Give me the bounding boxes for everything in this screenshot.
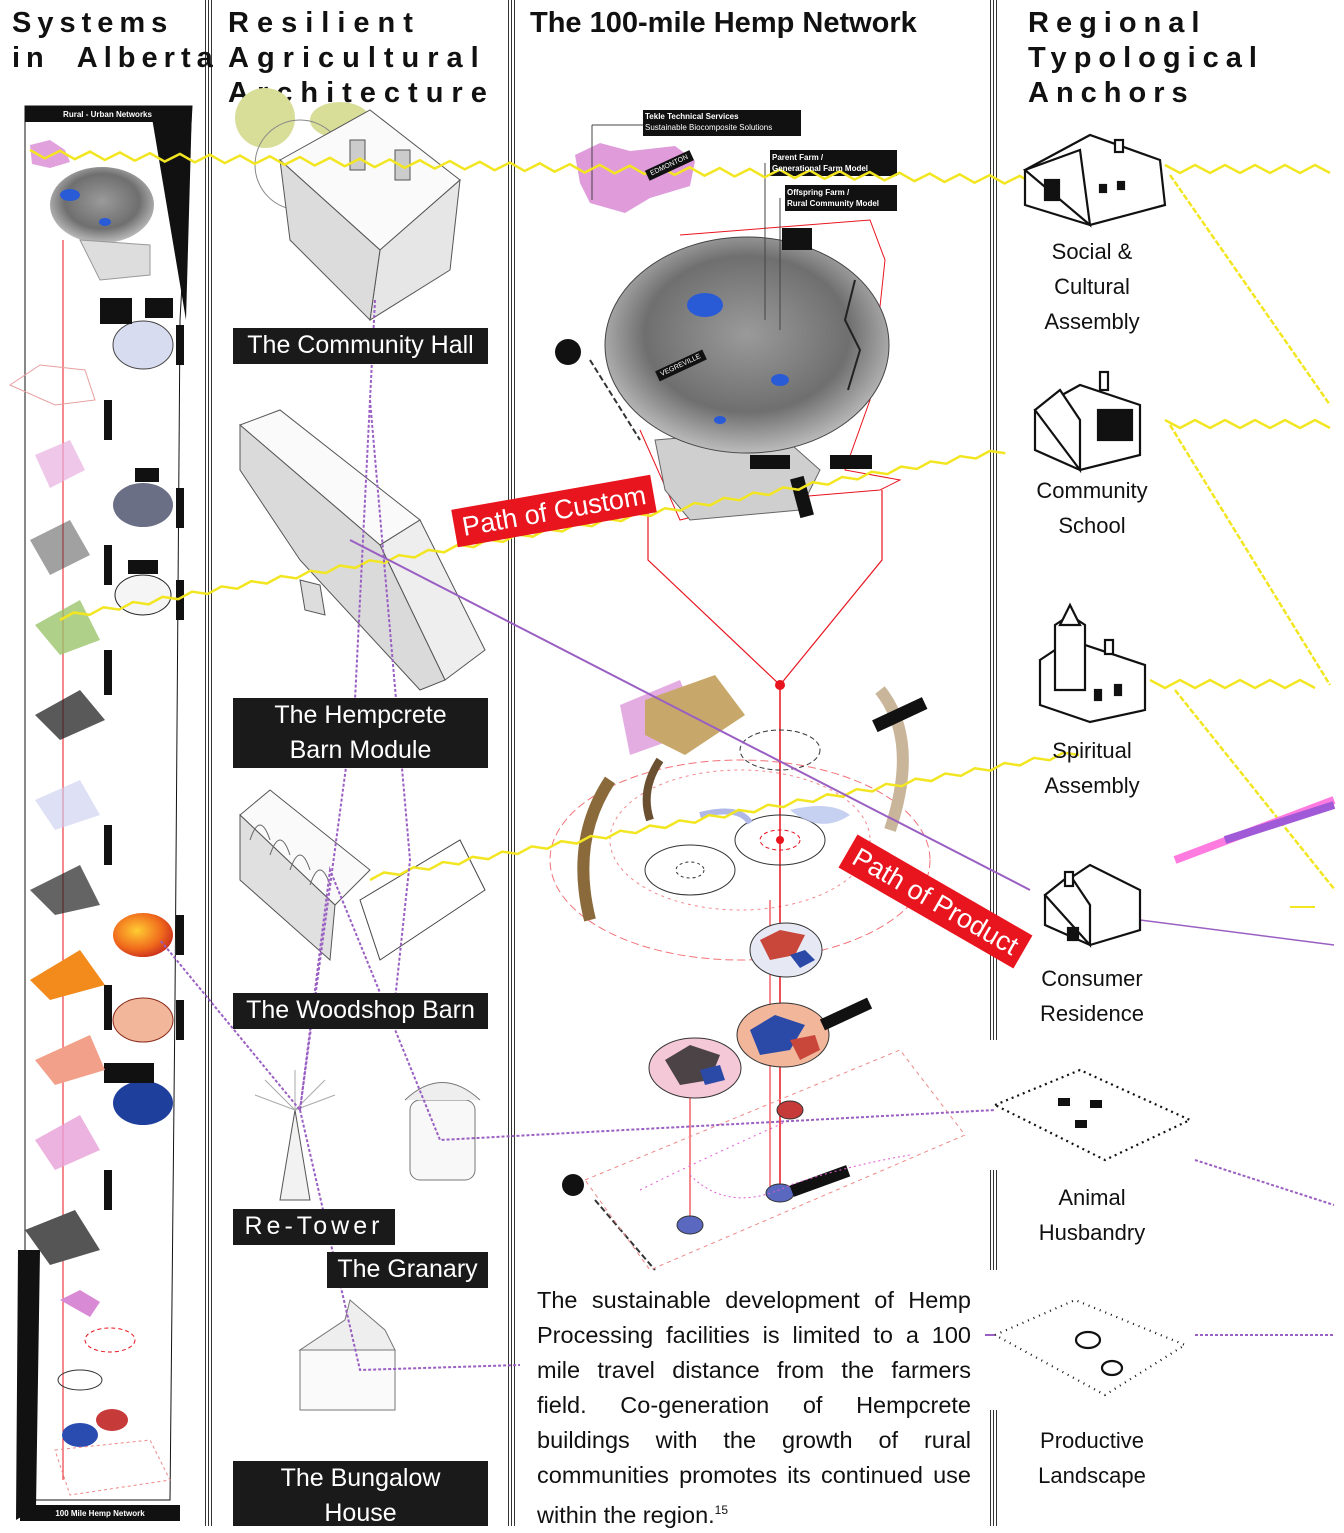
col2-sketches <box>235 88 486 1411</box>
tag-parent-line2: Generational Farm Model <box>772 164 869 173</box>
anchor-residence-line1: Consumer <box>1041 966 1143 991</box>
label-hempcrete-barn-line2: Barn Module <box>289 736 432 764</box>
anchor-school-line2: School <box>1058 513 1126 538</box>
purple-paths <box>159 299 1336 1372</box>
column-divider-3c <box>990 1410 998 1526</box>
anchor-productive-line2: Landscape <box>1038 1463 1146 1488</box>
anchor-productive-line1: Productive <box>1040 1428 1144 1453</box>
tag-tekle-line1: Tekle Technical Services <box>645 112 739 121</box>
exploded-diagram <box>549 675 931 961</box>
label-bungalow-line1: The Bungalow <box>280 1464 441 1492</box>
top-banner-bg <box>25 106 190 122</box>
anchor-animal-line2: Husbandry <box>1038 1220 1146 1245</box>
anchor-social-line2: Cultural <box>1054 274 1130 299</box>
anchor-consumer-residence: Consumer Residence <box>1002 961 1182 1031</box>
anchor-spiritual-assembly: Spiritual Assembly <box>1002 733 1182 803</box>
network-description: The sustainable development of Hemp Proc… <box>537 1283 971 1533</box>
label-granary: The Granary <box>327 1252 488 1288</box>
anchor-animal-line1: Animal <box>1058 1185 1126 1210</box>
label-community-hall: The Community Hall <box>233 328 488 364</box>
label-hempcrete-barn: The Hempcrete Barn Module <box>233 698 488 768</box>
col1-strip <box>8 105 193 1521</box>
description-text: The sustainable development of Hemp Proc… <box>537 1287 971 1528</box>
anchor-spiritual-line2: Assembly <box>1044 773 1140 798</box>
anchor-animal-husbandry: Animal Husbandry <box>1002 1180 1182 1250</box>
footnote-marker: 15 <box>714 1503 729 1517</box>
anchor-social-line1: Social & <box>1051 239 1133 264</box>
anchor-social-cultural: Social & Cultural Assembly <box>1002 234 1182 339</box>
tag-parent-line1: Parent Farm / <box>772 153 824 162</box>
label-hempcrete-barn-line1: The Hempcrete <box>274 701 447 729</box>
tag-offspring-farm: Offspring Farm / Rural Community Model <box>787 187 897 209</box>
anchor-social-line3: Assembly <box>1044 309 1140 334</box>
col3-network <box>549 110 966 1271</box>
anchor-productive-landscape: Productive Landscape <box>1002 1423 1182 1493</box>
anchor-community-school: Community School <box>1002 473 1182 543</box>
column-divider-2 <box>508 0 516 1526</box>
col3-title: The 100-mile Hemp Network <box>530 7 917 39</box>
anchor-school-line1: Community <box>1036 478 1148 503</box>
column-divider-1 <box>205 0 213 1526</box>
tag-offspring-line1: Offspring Farm / <box>787 188 850 197</box>
label-bungalow-line2: House <box>324 1499 397 1527</box>
col4-title: Regional Typological Anchors <box>1028 7 1264 109</box>
column-divider-3b <box>990 1170 998 1270</box>
anchor-spiritual-line1: Spiritual <box>1052 738 1132 763</box>
tag-tekle-line2: Sustainable Biocomposite Solutions <box>645 123 773 132</box>
label-bungalow-house: The Bungalow House <box>233 1461 488 1527</box>
tag-tekle: Tekle Technical Services Sustainable Bio… <box>645 111 801 133</box>
yellow-network <box>29 148 1336 891</box>
col1-top-banner: Rural - Urban Networks <box>63 110 152 119</box>
column-divider-3 <box>990 0 998 1040</box>
col1-bottom-banner: 100 Mile Hemp Network <box>55 1509 145 1518</box>
label-woodshop-barn: The Woodshop Barn <box>233 993 488 1029</box>
anchor-residence-line2: Residence <box>1040 1001 1144 1026</box>
tag-offspring-line2: Rural Community Model <box>787 199 880 208</box>
label-re-tower: Re-Tower <box>233 1209 395 1245</box>
col1-title: Systems in Alberta <box>12 7 219 74</box>
bottom-banner-bg <box>20 1505 180 1521</box>
tag-parent-farm: Parent Farm / Generational Farm Model <box>772 152 897 174</box>
anchor-icons <box>992 133 1193 1397</box>
